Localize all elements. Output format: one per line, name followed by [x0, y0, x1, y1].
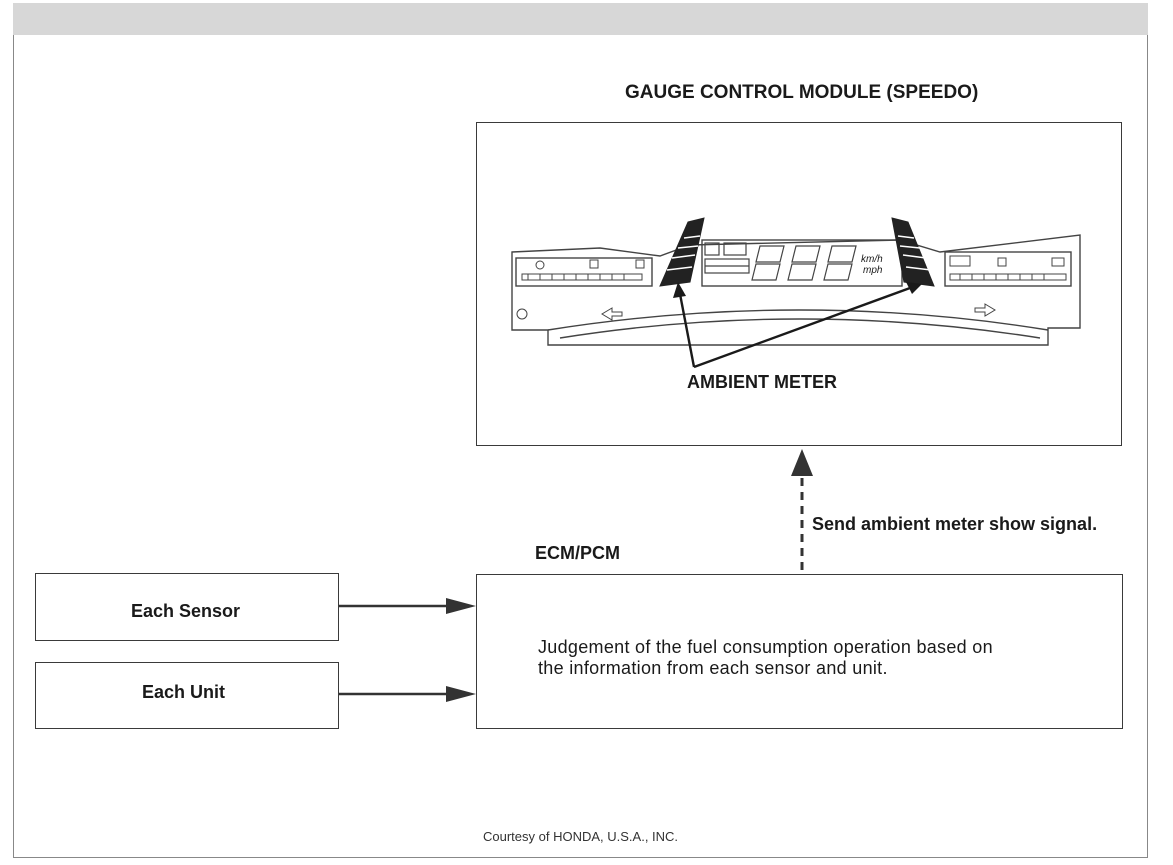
ecm-box [476, 574, 1123, 729]
each-sensor-box [35, 573, 339, 641]
gauge-title: GAUGE CONTROL MODULE (SPEEDO) [625, 82, 979, 103]
top-bar [13, 3, 1148, 35]
speed-units-kmh: km/h [861, 254, 883, 265]
ecm-text-line2: the information from each sensor and uni… [538, 658, 888, 678]
ecm-text-line1: Judgement of the fuel consumption operat… [538, 637, 993, 657]
ambient-meter-label: AMBIENT METER [687, 372, 837, 392]
credit-text: Courtesy of HONDA, U.S.A., INC. [483, 829, 679, 844]
ecm-label: ECM/PCM [535, 543, 620, 563]
signal-label: Send ambient meter show signal. [812, 514, 1098, 534]
each-sensor-label: Each Sensor [131, 601, 241, 621]
each-unit-box [35, 662, 339, 729]
each-unit-label: Each Unit [142, 682, 226, 702]
speed-units-mph: mph [863, 265, 883, 276]
